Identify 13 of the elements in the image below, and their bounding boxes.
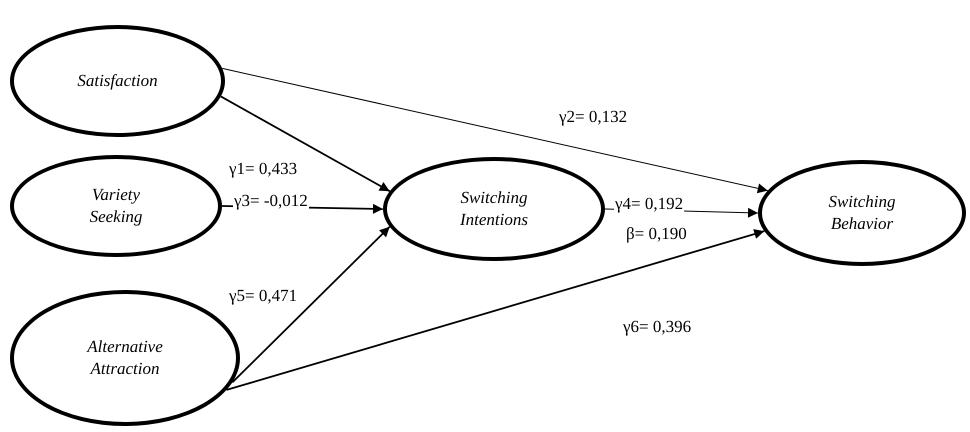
arrow [222, 68, 768, 194]
construct-name: Satisfaction [77, 70, 158, 92]
path-coefficient: γ6= 0,396 [622, 318, 692, 337]
path-coefficient: β= 0,190 [625, 225, 688, 244]
construct-name: Switching Intentions [459, 186, 529, 231]
path-coefficient: γ5= 0,471 [228, 287, 298, 306]
construct-name: Variety Seeking [88, 184, 144, 228]
construct-name: Alternative Attraction [85, 336, 164, 380]
path-coefficient: γ2= 0,132 [558, 108, 628, 127]
path-coefficient: γ3= -0,012 [233, 192, 309, 211]
path-coefficient: γ1= 0,433 [228, 160, 298, 179]
construct-name: Switching Behavior [827, 190, 897, 235]
path-coefficient: γ4= 0,192 [614, 195, 684, 214]
